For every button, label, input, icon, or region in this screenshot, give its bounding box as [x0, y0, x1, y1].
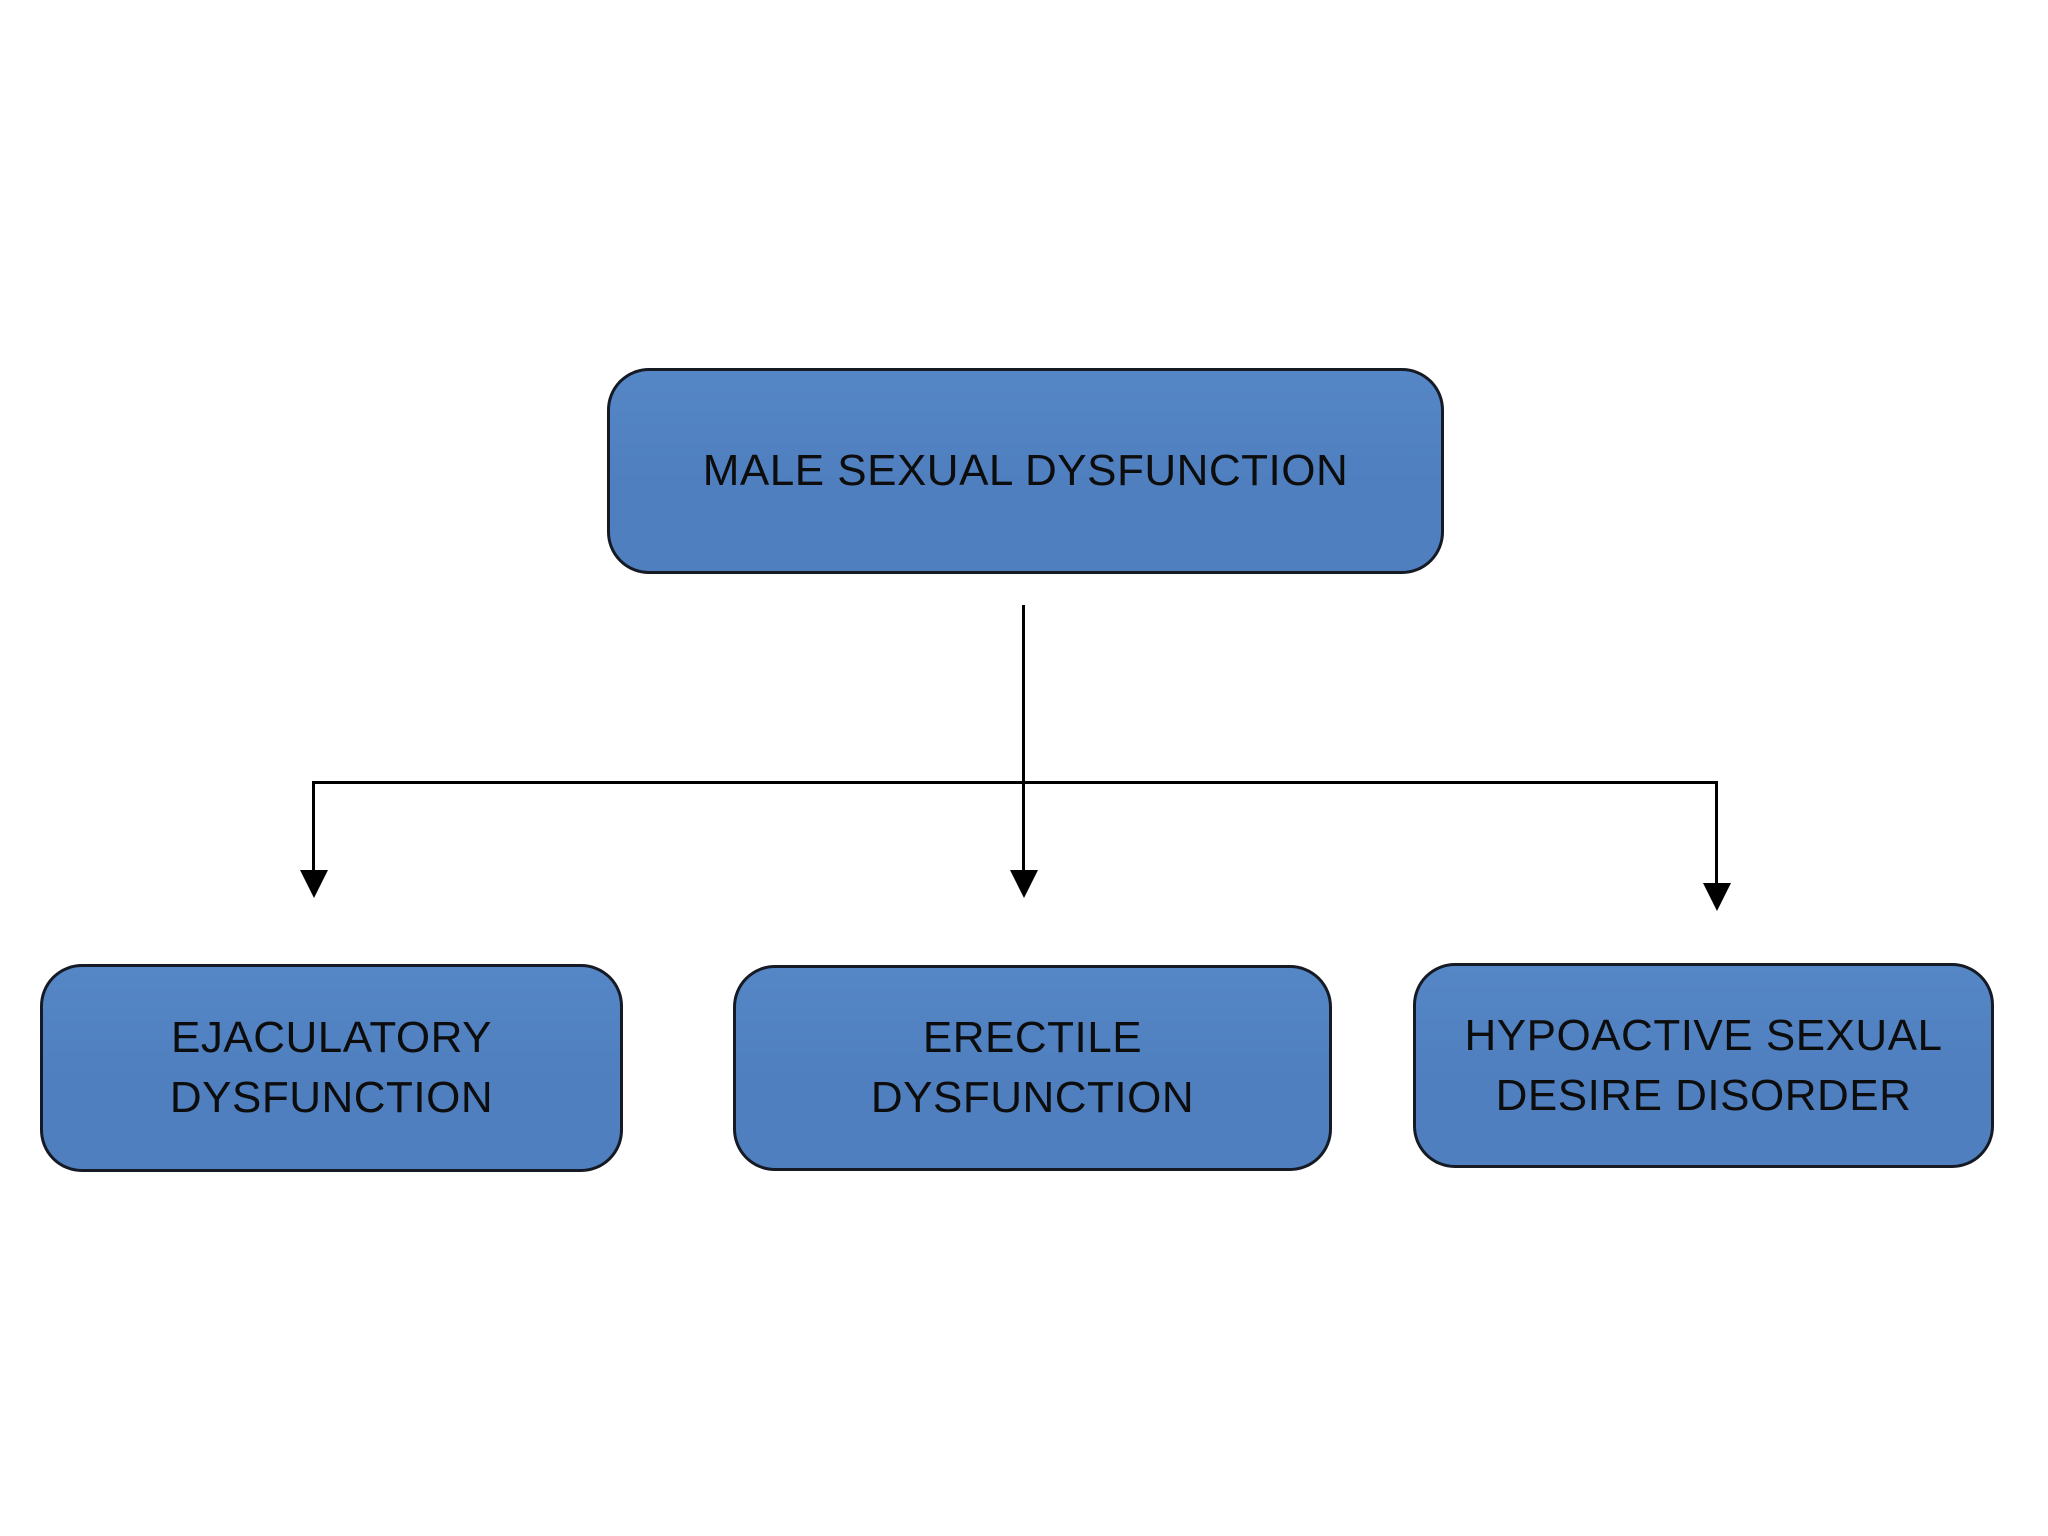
node-label: EJACULATORY DYSFUNCTION	[169, 1013, 494, 1122]
node-male-sexual-dysfunction: MALE SEXUAL DYSFUNCTION	[607, 368, 1444, 574]
connector-drop-left	[312, 781, 315, 872]
node-hypoactive-sexual-desire-disorder: HYPOACTIVE SEXUAL DESIRE DISORDER	[1413, 963, 1994, 1168]
node-erectile-dysfunction: ERECTILE DYSFUNCTION	[733, 965, 1332, 1171]
node-ejaculatory-dysfunction: EJACULATORY DYSFUNCTION	[40, 964, 623, 1172]
node-label: MALE SEXUAL DYSFUNCTION	[702, 446, 1349, 495]
connector-drop-right	[1715, 781, 1718, 885]
down-arrowhead-left-icon	[300, 870, 328, 898]
node-label: HYPOACTIVE SEXUAL DESIRE DISORDER	[1464, 1010, 1943, 1120]
down-arrowhead-right-icon	[1703, 883, 1731, 911]
connector-horizontal-rail	[312, 781, 1718, 784]
down-arrowhead-middle-icon	[1010, 870, 1038, 898]
connector-trunk-line	[1022, 605, 1025, 872]
node-label: ERECTILE DYSFUNCTION	[870, 1013, 1195, 1122]
